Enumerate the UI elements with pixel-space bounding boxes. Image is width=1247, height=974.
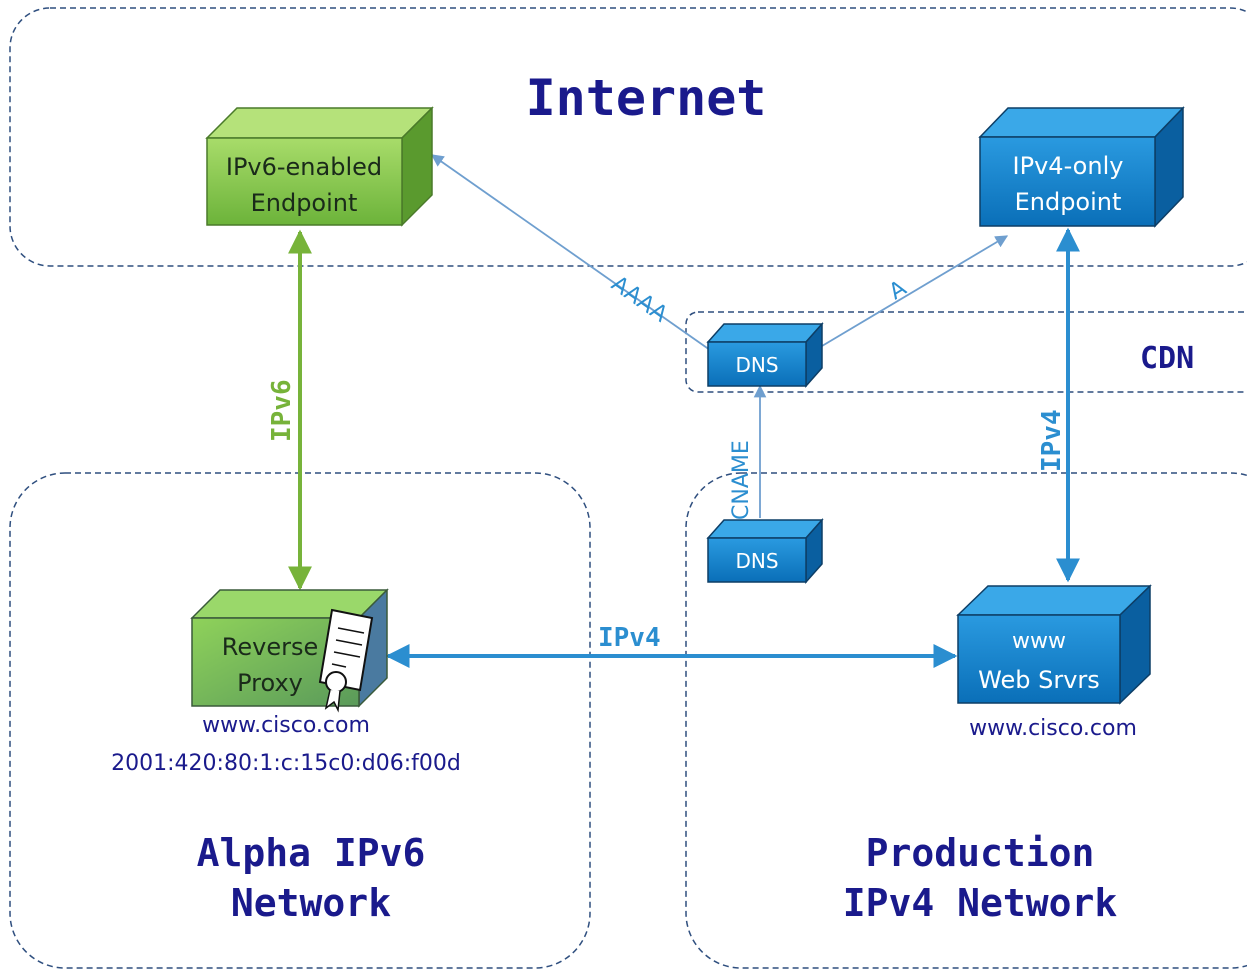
production-network-region [685,472,1247,969]
certificate-icon [318,608,374,713]
aaaa-link-label: AAAA [607,271,672,327]
web-servers: www Web Srvrs [956,584,1152,705]
dns-cdn-server: DNS [706,322,824,388]
production-title-line2: IPv4 Network [843,881,1118,925]
reverse-proxy-caption1: www.cisco.com [202,713,370,738]
reverse-proxy-line1: Reverse [222,633,318,661]
ipv4-vertical-link-label: IPv4 [1037,409,1067,472]
ipv4-horizontal-link-label: IPv4 [598,623,661,653]
internet-title: Internet [526,69,767,127]
ipv4-endpoint-line1: IPv4-only [1013,152,1124,180]
alpha-title-line1: Alpha IPv6 [197,831,426,875]
web-servers-caption1: www.cisco.com [969,716,1137,741]
ipv4-endpoint-line2: Endpoint [1015,188,1122,216]
web-servers-line2: Web Srvrs [978,666,1100,694]
dns-production-server: DNS [706,518,824,584]
reverse-proxy-line2: Proxy [237,669,303,697]
internet-region [9,7,1247,267]
cname-link-label: CNAME [729,440,754,520]
ipv6-endpoint-line1: IPv6-enabled [226,153,382,181]
a-link [821,235,1009,347]
dns-cdn-label: DNS [735,353,778,377]
ipv6-link-label: IPv6 [267,379,297,442]
reverse-proxy-caption2: 2001:420:80:1:c:15c0:d06:f00d [111,751,461,776]
cdn-title: CDN [1140,341,1194,376]
a-link-label: A [885,276,911,305]
production-title-line1: Production [866,831,1095,875]
web-servers-line1: www [1012,629,1066,654]
ipv4-endpoint: IPv4-only Endpoint [978,106,1185,228]
dns-production-label: DNS [735,549,778,573]
ipv6-endpoint: IPv6-enabled Endpoint [205,106,434,227]
alpha-title-line2: Network [231,881,391,925]
cdn-region [685,311,1247,393]
aaaa-link [430,154,711,351]
ipv6-endpoint-line2: Endpoint [251,189,358,217]
